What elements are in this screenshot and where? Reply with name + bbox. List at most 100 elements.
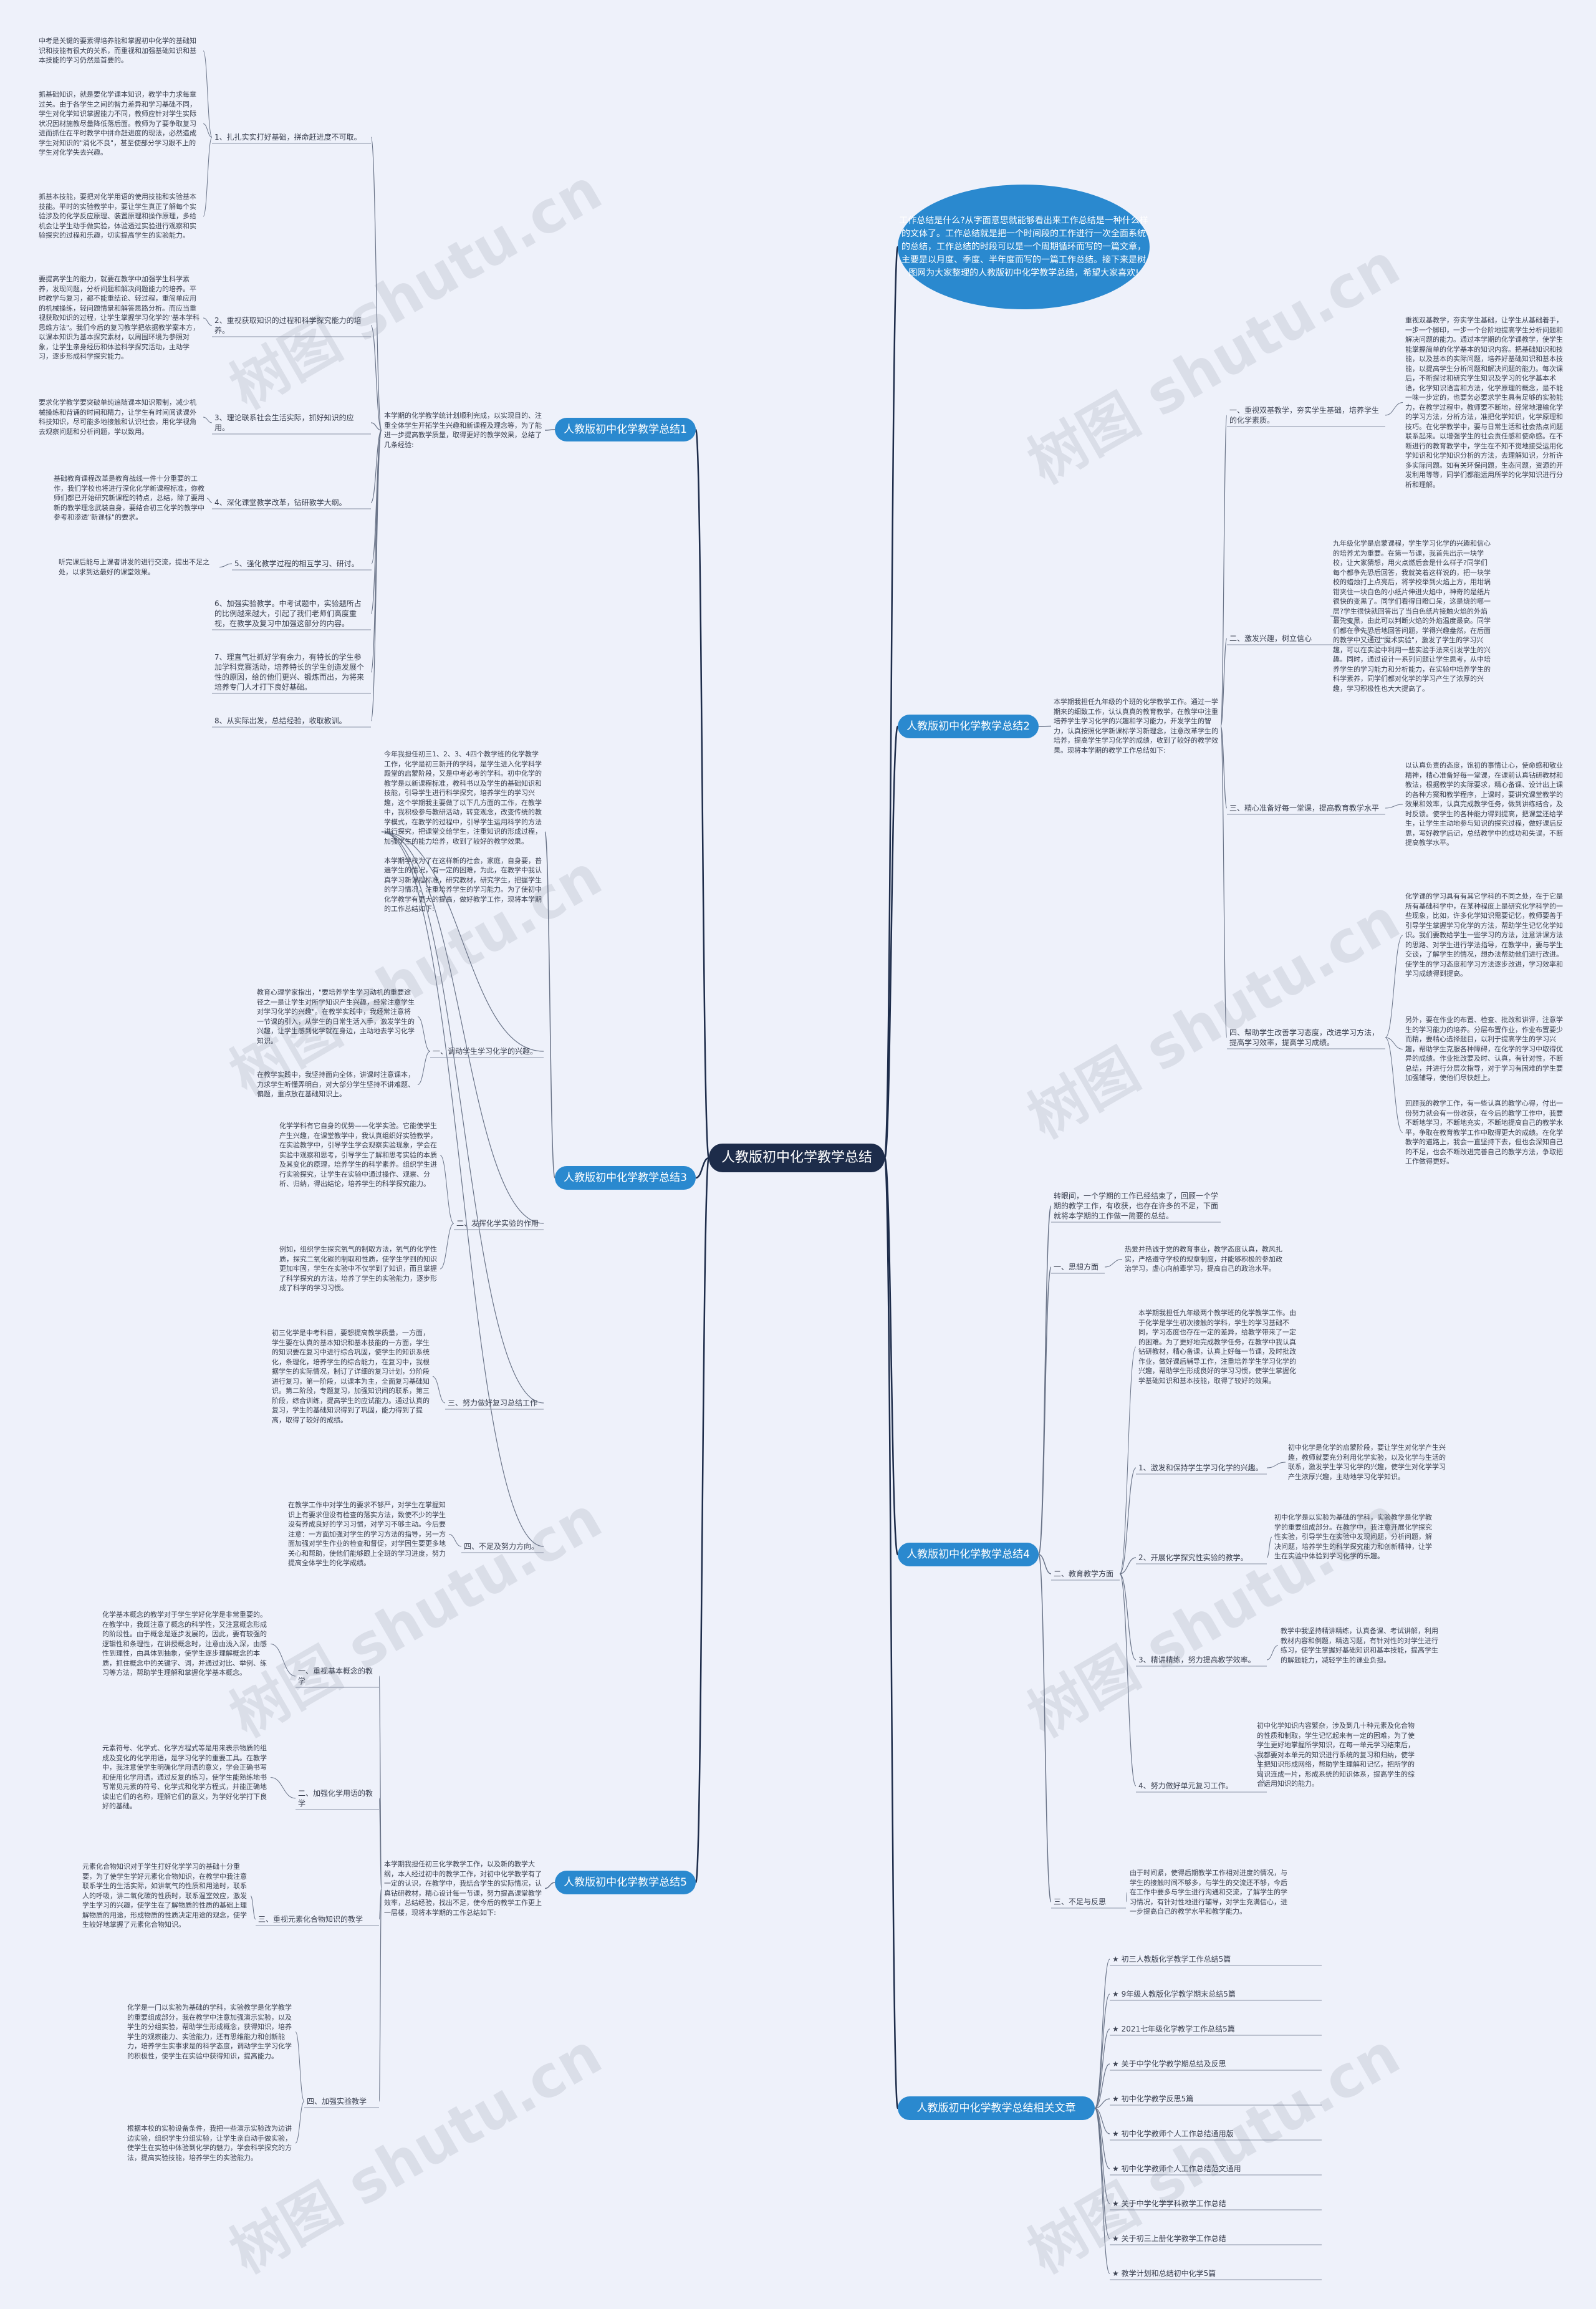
connector-line [695,1157,710,1884]
b2-item-1[interactable]: 一、重视双基教学，夯实学生基础，培养学生的化学素质。 [1229,406,1380,425]
b5-item-3-text-1: 元素化合物知识对于学生打好化学学习的基础十分重要，为了使学生学好元素化合物知识，… [82,1863,247,1929]
connector-line [695,428,710,1159]
b2-item-4-text-3: 回顾我的教学工作，有一些认真的教学心得，付出一份努力就会有一份收获，在今后的教学… [1405,1099,1563,1165]
b2-item-3[interactable]: 三、精心准备好每一堂课，提高教育教学水平 [1229,804,1380,812]
connector-line [1038,1554,1052,1902]
connector-line [378,1798,382,1889]
b1-item-1-text-3: 抓基本技能，要把对化学用语的使用技能和实验基本技能。平时的实验教学中，要让学生真… [39,193,196,239]
b1-item-4[interactable]: 4、深化课堂教学改革，钻研教学大纲。 [214,498,347,507]
related-link-9[interactable]: ★ 关于初三上册化学教学工作总结 [1112,2234,1226,2243]
b4-item-4[interactable]: 三、不足与反思 [1054,1897,1107,1906]
branch-related-articles[interactable]: 人教版初中化学教学总结相关文章 [898,2096,1095,2120]
related-link-10[interactable]: ★ 教学计划和总结初中化学5篇 [1112,2269,1216,2278]
related-link-6[interactable]: ★ 初中化学教师个人工作总结通用版 [1112,2129,1234,2138]
connector-line [370,325,382,431]
b2-item-2[interactable]: 二、激发兴趣，树立信心 [1229,634,1312,643]
related-link-3[interactable]: ★ 2021七年级化学教学工作总结5篇 [1112,2025,1235,2033]
connector-line [250,1896,256,1920]
connector-line [1094,2028,1110,2109]
b4-item-3-sub-2[interactable]: 2、开展化学探究性实验的教学。 [1138,1553,1248,1562]
related-link-2[interactable]: ★ 9年级人教版化学教学期末总结5篇 [1112,1990,1236,1998]
connector-line [440,1155,454,1224]
connector-line [1094,2108,1110,2169]
related-link-5[interactable]: ★ 初中化学教学反思5篇 [1112,2094,1194,2103]
b1-item-6[interactable]: 6、加强实验教学。中考试题中，实验题所占的比例越来越大，引起了我们老师们高度重视… [214,599,362,628]
b5-item-2[interactable]: 二、加强化学用语的教学 [298,1789,373,1808]
b1-item-8[interactable]: 8、从实际出发，总结经验，收取教训。 [214,716,347,725]
connector-line [544,1882,555,1889]
b4-item-2[interactable]: 一、思想方面 [1054,1263,1099,1271]
connector-line [1220,725,1228,809]
connector-line [440,1223,454,1270]
branch-summary-5[interactable]: 人教版初中化学教学总结5 [555,1871,696,1894]
b1-item-1[interactable]: 1、扎扎实实打好基础，拼命赶进度不可取。 [214,133,362,142]
b1-item-5[interactable]: 5、强化教学过程的相互学习、研讨。 [234,559,359,568]
b4-item-3[interactable]: 二、教育教学方面 [1054,1569,1114,1578]
related-link-8[interactable]: ★ 关于中学化学学科教学工作总结 [1112,2199,1226,2208]
b1-item-7[interactable]: 7、理直气壮抓好学有余力，有特长的学生参加学科竞赛活动，培养特长的学生创造发展个… [214,653,365,692]
b4-item-3-sub-3-text: 教学中我坚持精讲精练，认真备课、考试讲解，利用教材内容和例题，精选习题，有针对性… [1281,1627,1438,1664]
connector-line [1038,1205,1052,1555]
related-link-1[interactable]: ★ 初三人教版化学教学工作总结5篇 [1112,1955,1231,1964]
b4-item-3-sub-1-text: 初中化学是化学的启蒙阶段，要让学生对化学产生兴趣，教师就要充分利用化学实验，以及… [1288,1444,1446,1481]
branch-summary-2[interactable]: 人教版初中化学教学总结2 [898,715,1039,738]
b3-item-2-text-1: 化学学科有它自身的优势——化学实验。它能使学生产生兴趣，在课堂教学中，我认真组织… [279,1122,437,1188]
center-topic[interactable]: 人教版初中化学教学总结 [709,1144,885,1172]
b5-item-4[interactable]: 四、加强实验教学 [307,2097,367,2106]
b5-item-3[interactable]: 三、重视元素化合物知识的教学 [258,1915,363,1924]
connector-line [206,498,213,503]
connector-line [378,1887,382,2102]
b4-item-3-summary: 本学期我担任九年级两个教学班的化学教学工作。由于化学是学生初次接触的学科，学生的… [1138,1309,1296,1385]
connector-line [203,317,213,326]
connector-line [295,2101,305,2144]
connector-line [448,1534,462,1547]
connector-line [370,137,382,431]
connector-line [381,831,544,1404]
b3-item-4[interactable]: 四、不足及努力方向。 [464,1542,539,1551]
b1-item-4-text-1: 基础教育课程改革是教育战线一件十分重要的工作，我们学校也将进行深化化学新课程标准… [54,475,204,521]
branch-summary-3[interactable]: 人教版初中化学教学总结3 [555,1166,696,1190]
connector-line [1125,1892,1128,1902]
related-link-4[interactable]: ★ 关于中学化学教学期总结及反思 [1112,2060,1226,2068]
connector-line [544,831,555,1179]
connector-line [1119,1346,1137,1574]
b4-item-3-sub-4[interactable]: 4、努力做好单元复习工作。 [1138,1781,1233,1790]
branch-summary-4[interactable]: 人教版初中化学教学总结4 [898,1543,1039,1566]
related-link-7[interactable]: ★ 初中化学教师个人工作总结范文通用 [1112,2164,1241,2173]
connector-line [203,417,213,423]
connector-line [695,1157,709,1179]
connector-line [1119,1467,1137,1574]
connector-line [270,1644,296,1677]
connector-line [1385,1037,1403,1133]
b4-item-1[interactable]: 转眼间，一个学期的工作已经结束了，回顾一个学期的教学工作，有收获，也存在许多的不… [1054,1192,1219,1220]
connector-line [1094,2108,1110,2134]
connector-line [370,430,382,503]
b1-item-3[interactable]: 3、理论联系社会生活实际，抓好知识的应用。 [214,413,354,432]
b4-item-3-sub-1[interactable]: 1、激发和保持学生学习化学的兴趣。 [1138,1463,1263,1472]
b4-item-4-text-1: 由于时间紧，使得后期教学工作相对进度的情况，与学生的接触时间不够多，与学生的交流… [1130,1869,1287,1916]
connector-line [1094,1993,1110,2109]
b3-summary: 今年我担任初三1、2、3、4四个教学班的化学教学工作，化学是初三新开的学科，是学… [384,750,542,913]
connector-line [1266,1462,1286,1468]
b3-item-3[interactable]: 三、努力做好复习总结工作 [448,1399,538,1407]
b1-item-2[interactable]: 2、重视获取知识的过程和科学探究能力的培养。 [214,316,362,335]
branch-summary-1[interactable]: 人教版初中化学教学总结1 [555,418,696,441]
connector-line [270,1777,296,1799]
connector-line [1385,804,1403,809]
b3-item-3-text-1: 初三化学是中考科目，要想提高教学质量，一方面，学生要在认真的基本知识和基本技能的… [272,1329,430,1424]
b1-item-3-text-1: 要求化学教学要突破单纯追随课本知识限制，减少机械操练和背诵的时间和精力，让学生有… [39,398,196,436]
b3-item-1[interactable]: 一、调动学生学习化学的兴趣。 [433,1047,538,1056]
b2-item-4[interactable]: 四、帮助学生改善学习态度，改进学习方法，提高学习效率，提高学习成绩。 [1229,1028,1380,1047]
b3-item-4-text-1: 在教学工作中对学生的要求不够严，对学生在掌握知识上有要求但没有检查的落实方法，致… [288,1501,446,1567]
b5-summary: 本学期我担任初三化学教学工作，以及新的教学大纲，本人经过初中的教学工作，对初中化… [384,1860,542,1917]
b4-item-3-sub-3[interactable]: 3、精讲精练，努力提高教学效率。 [1138,1656,1256,1664]
connector-line [417,1051,431,1085]
connector-line [1094,2108,1110,2239]
connector-line [1119,1573,1137,1661]
b5-item-4-text-1: 化学是一门以实验为基础的学科，实验教学是化学教学的重要组成部分，我在教学中注意加… [127,2003,292,2060]
b3-item-2[interactable]: 二、发挥化学实验的作用 [456,1219,539,1228]
b5-item-1[interactable]: 一、重视基本概念的教学 [298,1667,373,1685]
b5-item-2-text-1: 元素符号、化学式、化学方程式等是用来表示物质的组成及变化的化学用语，是学习化学的… [102,1744,267,1810]
connector-line [381,831,544,1224]
